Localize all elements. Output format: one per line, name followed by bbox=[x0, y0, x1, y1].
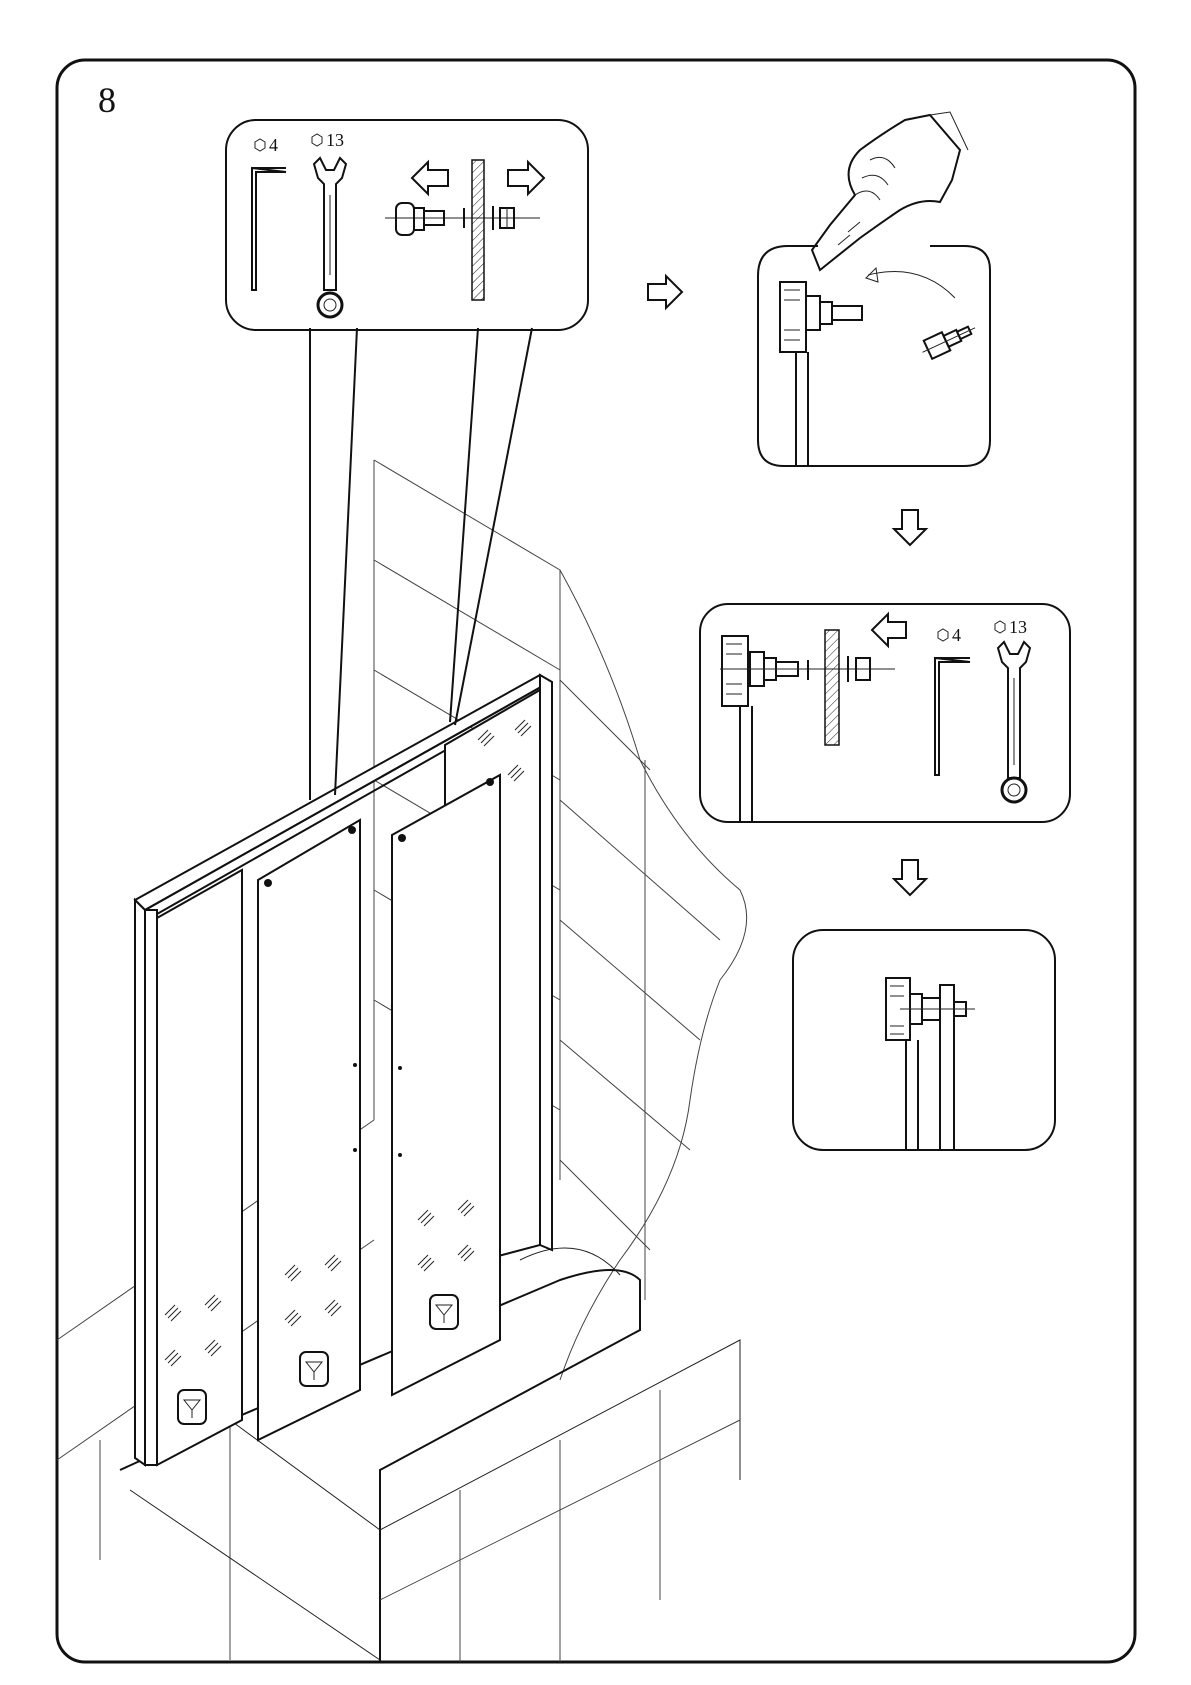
middle-wrench-size: 13 bbox=[1009, 617, 1027, 637]
arrow-icon bbox=[894, 860, 926, 895]
callout-hand-tightening bbox=[758, 112, 990, 466]
arrow-icon bbox=[508, 162, 544, 194]
arrow-icon bbox=[894, 510, 926, 545]
arrow-icon bbox=[412, 162, 448, 194]
callout-exploded-tools: 4 13 bbox=[700, 604, 1070, 822]
callout-assembled bbox=[793, 930, 1055, 1150]
exploded-fitting bbox=[385, 160, 540, 300]
top-hex-key-size: 4 bbox=[269, 135, 278, 155]
arrow-icon bbox=[648, 276, 682, 308]
wrench-icon: 13 bbox=[995, 617, 1030, 802]
top-wrench-size: 13 bbox=[326, 130, 344, 150]
shower-screen-assembly bbox=[135, 675, 552, 1465]
arrow-icon bbox=[872, 614, 906, 646]
hex-key-icon: 4 bbox=[935, 625, 970, 775]
middle-hex-key-size: 4 bbox=[952, 625, 961, 645]
wrench-icon: 13 bbox=[312, 130, 346, 317]
step-number: 8 bbox=[98, 80, 116, 120]
top-callout: 4 13 bbox=[226, 120, 588, 330]
hex-key-icon: 4 bbox=[252, 135, 286, 290]
